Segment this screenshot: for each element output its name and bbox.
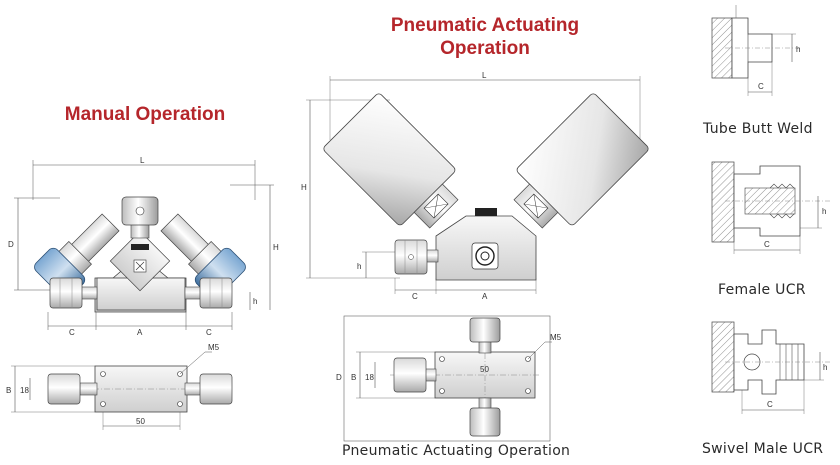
dim-C-right-manual: C — [206, 328, 212, 337]
tube-butt-weld-drawing: h C — [711, 5, 800, 96]
pneumatic-front-view: L H h — [301, 71, 649, 301]
manual-top-view: B 18 M5 50 — [6, 343, 233, 430]
dim-B-pneumatic: B — [351, 373, 356, 382]
dim-A-pneumatic: A — [482, 292, 488, 301]
dim-h-pneumatic: h — [357, 262, 361, 271]
dim-18-manual: 18 — [20, 386, 29, 395]
caption-tube-butt-weld: Tube Butt Weld — [703, 121, 813, 137]
dim-A-manual: A — [137, 328, 143, 337]
dim-H-manual: H — [273, 243, 279, 252]
title-manual-operation: Manual Operation — [64, 104, 226, 125]
female-ucr-drawing: h C — [711, 161, 830, 254]
label-M5-manual: M5 — [208, 343, 220, 352]
caption-swivel-male-ucr: Swivel Male UCR — [702, 441, 824, 457]
dim-50-pneumatic: 50 — [480, 365, 489, 374]
swivel-male-ucr-drawing: h C — [711, 321, 830, 414]
dim-50-manual: 50 — [136, 417, 145, 426]
dim-C-smucr: C — [767, 400, 773, 409]
title-pneumatic-line2: Operation — [440, 38, 530, 59]
pneumatic-top-view: D B 18 50 M5 — [336, 315, 562, 442]
dim-H-pneumatic: H — [301, 183, 307, 192]
manual-front-view: L D H h — [8, 156, 279, 337]
dim-C-pneumatic: C — [412, 292, 418, 301]
dim-h-manual: h — [253, 297, 257, 306]
dim-h-tbw: h — [796, 45, 800, 54]
title-pneumatic-line1: Pneumatic Actuating — [390, 15, 580, 36]
dim-h-smucr: h — [823, 363, 827, 372]
dim-D-manual: D — [8, 240, 14, 249]
dim-D-pneumatic: D — [336, 373, 342, 382]
dim-C-left-manual: C — [69, 328, 75, 337]
dim-L-pneumatic: L — [482, 71, 487, 80]
caption-female-ucr: Female UCR — [718, 282, 806, 298]
dim-h-fucr: h — [822, 207, 826, 216]
dim-C-tbw: C — [758, 82, 764, 91]
dim-B-manual: B — [6, 386, 11, 395]
dim-18-pneumatic: 18 — [365, 373, 374, 382]
caption-pneumatic-operation: Pneumatic Actuating Operation — [342, 443, 571, 459]
dim-L-manual: L — [140, 156, 145, 165]
dim-C-fucr: C — [764, 240, 770, 249]
label-M5-pneumatic: M5 — [550, 333, 562, 342]
title-pneumatic: Pneumatic Actuating Operation — [360, 14, 610, 60]
